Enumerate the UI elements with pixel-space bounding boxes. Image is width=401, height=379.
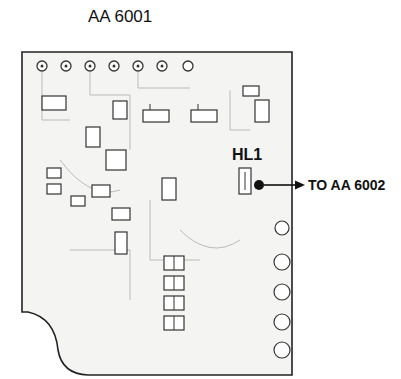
components <box>42 86 269 330</box>
component-leads <box>150 104 245 330</box>
arrow-head <box>295 181 305 190</box>
connection-dot <box>254 180 264 190</box>
edge-pads <box>274 221 290 358</box>
part-label: HL1 <box>232 147 262 163</box>
destination-label: TO AA 6002 <box>308 178 385 192</box>
pad-row <box>37 61 193 71</box>
pad-dots <box>41 65 164 68</box>
board-title: AA 6001 <box>88 8 152 25</box>
traces <box>42 72 250 300</box>
board-outline <box>22 52 292 375</box>
leader-arrow <box>264 184 296 186</box>
